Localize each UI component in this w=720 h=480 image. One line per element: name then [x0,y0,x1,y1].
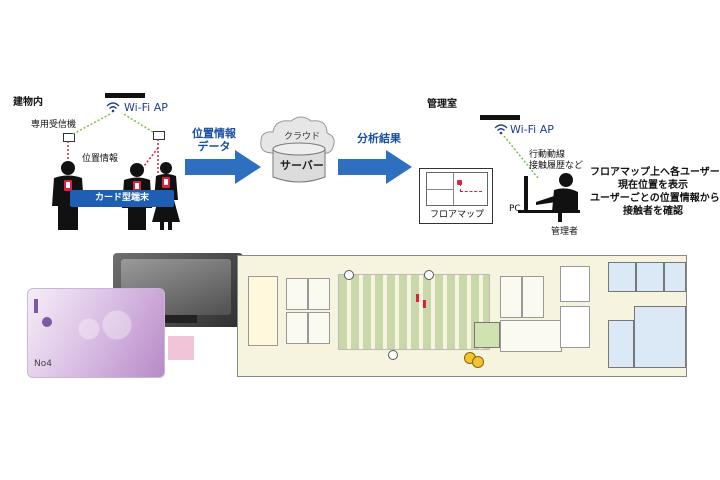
blue-room [634,306,686,368]
smile-icon [388,350,398,360]
admin-silhouette [518,173,580,222]
desk-area [338,274,490,350]
blue-room [664,262,686,292]
arrow1-icon [185,150,261,184]
green-room [474,322,500,348]
meeting-room-b [308,278,330,310]
receiver-label: 専用受信機 [31,120,77,130]
pink-accent [168,336,194,360]
receiver-right [153,131,165,140]
meeting-room-a [286,278,308,310]
arrow1-line2: データ [197,140,231,153]
blue-room [636,262,664,292]
pc-label: PC [509,204,521,214]
card-number: No4 [34,359,52,369]
meeting-room-d [308,312,330,344]
user-marker [423,300,426,308]
blue-room [608,320,634,368]
blue-room [608,262,636,292]
description-line1: フロアマップ上へ各ユーザーの [590,167,720,178]
description-text: フロアマップ上へ各ユーザーの 現在位置を表示 ユーザーごとの位置情報から 接触者… [590,166,720,218]
server-icon [272,142,326,183]
wc-room [560,306,590,348]
server-label: サーバー [280,159,324,172]
admin-label: 管理者 [551,227,579,237]
stair-area [248,276,278,346]
trace-label-2: 接触履歴など [529,161,584,171]
smile-icon [344,270,354,280]
wc-room [560,266,590,302]
card-terminal-label: カード型端末 [70,190,174,207]
control-room-title: 管理室 [427,99,457,110]
wifi-signal-line [503,136,539,179]
meeting-room-c [286,312,308,344]
wifi-ap-label-right: Wi-Fi AP [510,123,554,136]
building-section-title: 建物内 [13,97,43,108]
wifi-icon [106,102,120,113]
floor-map-label: フロアマップ [430,210,485,220]
office-room-a [500,276,522,318]
ceiling-bar-right [480,115,520,120]
monitor-inner-map [426,172,488,206]
card-terminal-photo: No4 [27,288,165,378]
position-info-label: 位置情報 [82,154,119,164]
arrow2-label: 分析結果 [357,132,401,145]
smile-icon [472,356,484,368]
description-line4: 接触者を確認 [623,206,683,217]
trace-label-1: 行動動線 [529,150,566,160]
smile-icon [424,270,434,280]
receiver-left [63,133,75,142]
arrow2-icon [338,150,412,184]
arrow1-label: 位置情報 データ [183,127,245,153]
cloud-label: クラウド [284,132,321,142]
floor-map [237,255,687,377]
arrow1-line1: 位置情報 [192,127,236,140]
description-line3: ユーザーごとの位置情報から [590,193,720,204]
description-line2: 現在位置を表示 [618,180,688,191]
ceiling-bar [105,93,145,98]
corridor [500,320,562,352]
user-marker [416,294,419,302]
wifi-ap-label: Wi-Fi AP [124,101,168,114]
wifi-icon-right [494,124,508,135]
office-room-b [522,276,544,318]
